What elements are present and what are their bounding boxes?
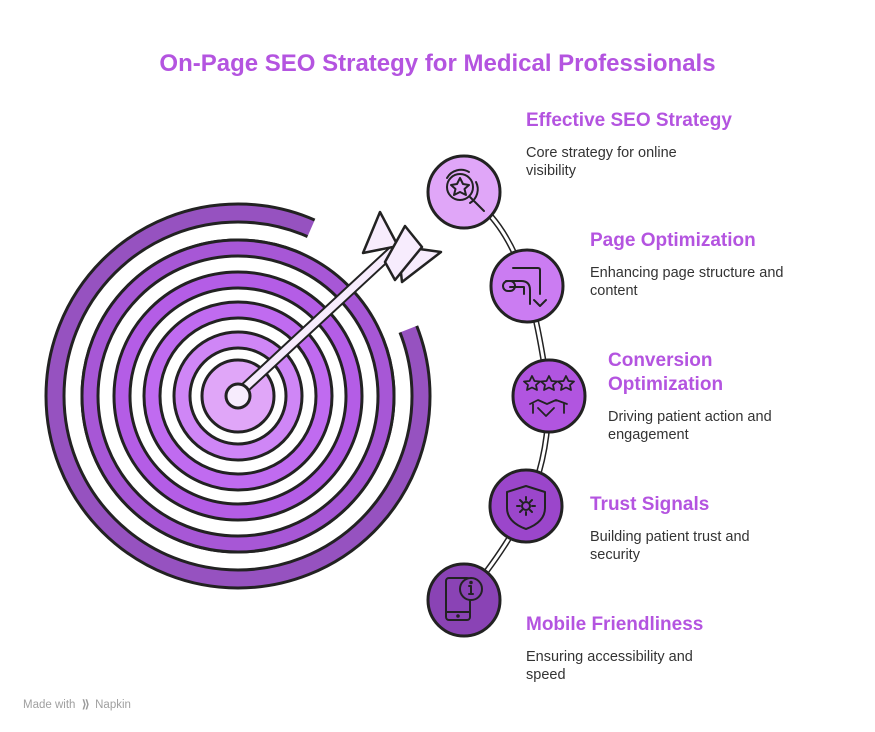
step-circle-2	[489, 248, 565, 324]
mobile-info-icon	[445, 577, 483, 621]
item-title-page-optimization: Page Optimization	[590, 230, 756, 251]
item-desc-mobile-friendliness: Ensuring accessibility and speed	[526, 649, 693, 683]
route-arrow-icon	[502, 267, 547, 307]
page-title: On-Page SEO Strategy for Medical Profess…	[159, 50, 716, 77]
item-title-conversion-optimization: Conversion Optimization	[608, 350, 724, 395]
stars-handshake-icon	[523, 375, 575, 417]
item-title-mobile-friendliness: Mobile Friendliness	[526, 614, 704, 635]
footer-prefix: Made with	[23, 699, 76, 711]
footer-credit: Made with ⟫ Napkin	[23, 697, 131, 711]
bullseye-center	[224, 382, 252, 410]
item-desc-effective-seo: Core strategy for online visibility	[526, 145, 677, 179]
item-desc-conversion-optimization: Driving patient action and engagement	[608, 409, 772, 443]
shield-gear-icon	[506, 485, 546, 530]
napkin-logo-icon: ⟫	[81, 699, 90, 711]
item-title-effective-seo: Effective SEO Strategy	[526, 110, 732, 131]
footer-brand: Napkin	[95, 699, 131, 711]
item-desc-trust-signals: Building patient trust and security	[590, 529, 750, 563]
step-circle-5	[426, 562, 502, 638]
step-circle-3	[511, 358, 587, 434]
arrow-icon	[230, 210, 443, 402]
star-search-icon	[446, 168, 485, 212]
step-circle-1	[426, 154, 502, 230]
item-title-trust-signals: Trust Signals	[590, 494, 710, 515]
step-circle-4	[488, 468, 564, 544]
item-desc-page-optimization: Enhancing page structure and content	[590, 265, 784, 299]
